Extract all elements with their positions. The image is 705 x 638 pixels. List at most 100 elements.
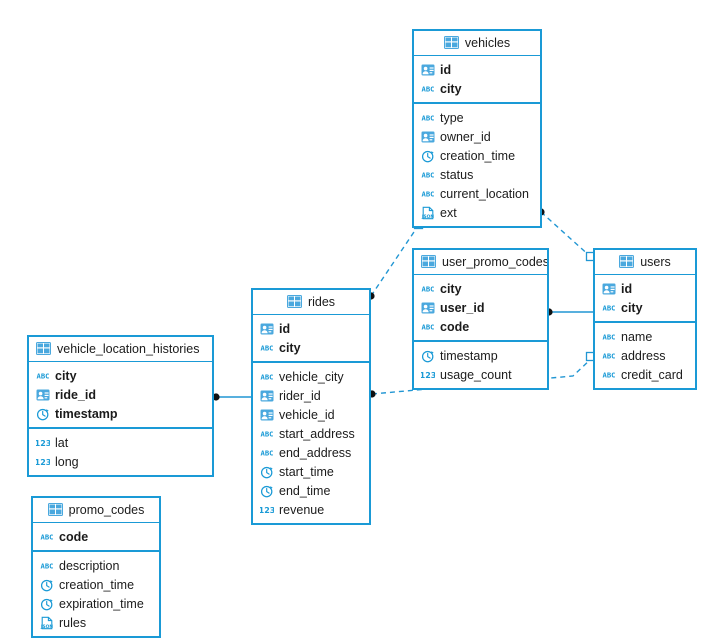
- entity-table-header[interactable]: rides: [253, 290, 369, 315]
- field-name: user_id: [440, 300, 485, 315]
- field-row[interactable]: start_time: [253, 462, 369, 481]
- abc-icon: ABC: [260, 341, 274, 355]
- field-row[interactable]: timestamp: [414, 346, 547, 365]
- field-name: start_time: [279, 464, 334, 479]
- field-row[interactable]: expiration_time: [33, 594, 159, 613]
- field-row[interactable]: vehicle_id: [253, 405, 369, 424]
- field-row[interactable]: ABC city: [29, 366, 212, 385]
- svg-text:ABC: ABC: [603, 370, 616, 379]
- field-name: revenue: [279, 502, 325, 517]
- field-row[interactable]: rider_id: [253, 386, 369, 405]
- 123-icon: 123: [36, 455, 50, 469]
- field-row[interactable]: creation_time: [414, 146, 540, 165]
- json-file-icon: JSON: [421, 206, 435, 220]
- field-row[interactable]: id: [414, 60, 540, 79]
- field-name: id: [279, 321, 291, 336]
- entity-table-name: user_promo_codes: [442, 254, 547, 269]
- entity-table-header[interactable]: vehicles: [414, 31, 540, 56]
- entity-table-header[interactable]: users: [595, 250, 695, 275]
- field-name: city: [55, 368, 77, 383]
- field-row[interactable]: ABC current_location: [414, 184, 540, 203]
- entity-table-header[interactable]: promo_codes: [33, 498, 159, 523]
- relationship-vlh-to-rides[interactable]: [212, 393, 252, 401]
- clock-icon: [40, 597, 54, 611]
- field-row[interactable]: id: [595, 279, 695, 298]
- field-row[interactable]: timestamp: [29, 404, 212, 423]
- table-grid-icon: [36, 342, 51, 356]
- abc-icon: ABC: [602, 330, 616, 344]
- relationship-user-promo-codes-to-users[interactable]: [545, 308, 594, 316]
- svg-text:ABC: ABC: [261, 448, 274, 457]
- field-name: vehicle_id: [279, 407, 335, 422]
- svg-text:JSON: JSON: [40, 624, 53, 630]
- field-row[interactable]: user_id: [414, 298, 547, 317]
- clock-icon: [40, 578, 54, 592]
- field-row[interactable]: creation_time: [33, 575, 159, 594]
- field-name: code: [59, 529, 89, 544]
- abc-icon: ABC: [260, 427, 274, 441]
- field-row[interactable]: 123 revenue: [253, 500, 369, 519]
- field-name: rules: [59, 615, 87, 630]
- table-grid-icon: [619, 255, 635, 269]
- abc-icon: ABC: [602, 349, 616, 363]
- field-name: end_time: [279, 483, 331, 498]
- clock-icon: [260, 484, 274, 498]
- abc-icon: ABC: [36, 369, 50, 383]
- clock-icon: [421, 149, 435, 163]
- svg-text:ABC: ABC: [41, 561, 54, 570]
- id-card-icon: [260, 322, 274, 336]
- field-name: id: [440, 62, 452, 77]
- 123-icon: 123: [260, 503, 274, 517]
- abc-icon: ABC: [421, 187, 435, 201]
- svg-text:ABC: ABC: [422, 284, 435, 293]
- entity-table-name: vehicles: [464, 35, 511, 50]
- entity-table-name: rides: [307, 294, 336, 309]
- abc-icon: ABC: [421, 168, 435, 182]
- entity-table-header[interactable]: vehicle_location_histories: [29, 337, 212, 362]
- field-name: creation_time: [59, 577, 135, 592]
- field-name: creation_time: [440, 148, 516, 163]
- table-grid-icon: [47, 503, 63, 517]
- svg-text:ABC: ABC: [422, 322, 435, 331]
- field-row[interactable]: ride_id: [29, 385, 212, 404]
- abc-icon: ABC: [40, 559, 54, 573]
- field-row[interactable]: JSON rules: [33, 613, 159, 632]
- entity-table-header[interactable]: user_promo_codes: [414, 250, 547, 275]
- field-name: vehicle_city: [279, 369, 344, 384]
- field-row[interactable]: id: [253, 319, 369, 338]
- field-name: current_location: [440, 186, 529, 201]
- svg-text:ABC: ABC: [422, 113, 435, 122]
- field-row[interactable]: owner_id: [414, 127, 540, 146]
- field-row[interactable]: end_time: [253, 481, 369, 500]
